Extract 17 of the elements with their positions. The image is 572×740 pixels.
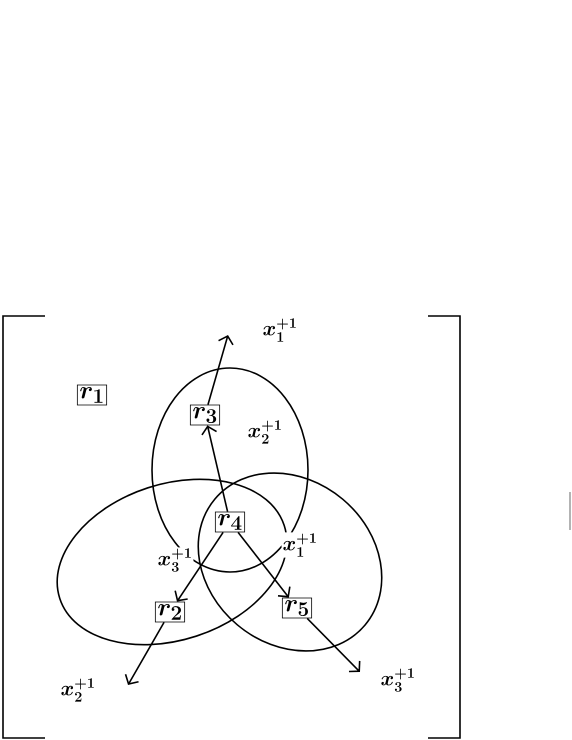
edge-label: $x_3^{+1}$ [156, 547, 194, 573]
arrow [201, 425, 228, 512]
arrow [207, 335, 234, 405]
edge-label: $x_2^{+1}$ [60, 677, 96, 703]
region-box: $r_2$ [154, 602, 186, 622]
region-box: $r_3$ [190, 404, 220, 426]
edge-label: $x_3^{+1}$ [380, 667, 416, 693]
arrow [237, 532, 291, 598]
region-box: $r_1$ [76, 384, 108, 406]
edge-label: $x_1^{+1}$ [282, 532, 318, 558]
region-box: $r_5$ [282, 598, 312, 618]
arrow [174, 532, 224, 602]
arrow [124, 622, 165, 685]
edge-label: $x_1^{+1}$ [262, 317, 298, 343]
edge-label: $x_2^{+1}$ [246, 419, 284, 445]
arrow [306, 618, 360, 672]
region-box: $r_4$ [214, 512, 246, 532]
